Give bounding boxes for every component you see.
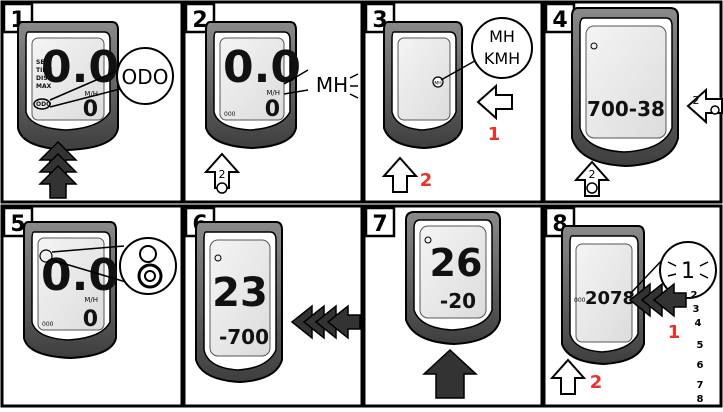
option-item: 5 [697, 340, 704, 351]
press-count: 2 [219, 168, 226, 181]
callout-label: MH [316, 73, 348, 97]
mode-label: MAX [36, 83, 52, 90]
callout-label: ODO [122, 65, 169, 89]
option-list: 2 3 4 5 6 7 8 [691, 290, 704, 405]
stopwatch-icon [216, 182, 228, 194]
display-sub: 0 [83, 97, 98, 122]
option-item: 4 [695, 318, 702, 329]
display-sub: -700 [219, 325, 269, 349]
callout-line-2: KMH [484, 49, 520, 68]
display-main: 23 [212, 270, 268, 316]
cycle-computer-6: 23 -700 [195, 221, 283, 384]
step-number-4: 4 [552, 8, 567, 33]
marker-1: 1 [668, 322, 681, 343]
display-small: 000 [224, 111, 236, 118]
display-sub: 0 [265, 97, 280, 122]
display-sub: 0 [83, 307, 98, 332]
display-unit: M/H [266, 89, 280, 97]
display-unit: M/H [84, 90, 98, 98]
display-main: 0.0 [41, 42, 119, 93]
cycle-computer-2: 0.0 M/H 0 000 [205, 21, 301, 150]
display-main: 0.0 [223, 42, 301, 93]
display-small: 000 [574, 297, 586, 304]
option-item: 7 [697, 380, 704, 391]
cycle-computer-8: 2078 000 [561, 225, 645, 366]
panel-6: 6 23 -700 [182, 204, 364, 408]
panel-3: 3 MH MH KMH 1 2 [362, 0, 544, 204]
press-count: 2 [589, 168, 596, 181]
callout-label: 1 [681, 259, 695, 284]
press-arrow [422, 348, 478, 399]
cycle-computer-4: 700-38 [571, 7, 679, 168]
blink-indicator-icon [139, 245, 157, 263]
mode-label: TIME [36, 67, 52, 74]
panel-2: 2 0.0 M/H 0 000 MH 2 [182, 0, 364, 204]
marker-1: 1 [488, 124, 501, 145]
step-number-7: 7 [372, 212, 387, 237]
display-main: 700-38 [587, 97, 665, 121]
panel-8: 8 2078 000 1 2 3 4 5 6 7 8 [542, 204, 723, 408]
marker-2: 2 [590, 372, 603, 393]
mode-label: DIST [36, 75, 53, 82]
cycle-computer-7: 26 -20 [405, 211, 501, 346]
cycle-computer-5: 0.0 M/H 0 000 [23, 221, 119, 360]
display-main: 0.0 [41, 250, 119, 301]
cycle-computer-3: MH [383, 21, 463, 150]
panel-5: 5 0.0 M/H 0 000 [0, 204, 184, 408]
option-item: 8 [697, 394, 704, 405]
stopwatch-icon [710, 105, 720, 115]
display-small: 000 [42, 321, 54, 328]
flash-lines [667, 261, 709, 279]
display-main: 2078 [585, 288, 635, 309]
mode-labels: SEP TIME DIST MAX ODO [36, 59, 53, 108]
unit-indicator: MH [434, 81, 441, 87]
mode-label: ODO [36, 101, 51, 108]
step-number-2: 2 [192, 8, 207, 33]
display-main: 26 [430, 241, 483, 285]
callout-circle [471, 17, 533, 79]
callout-line-1: MH [489, 27, 515, 46]
option-item: 2 [691, 290, 698, 301]
stopwatch-icon [586, 182, 598, 194]
cycle-computer-1: 0.0 M/H 0 SEP TIME DIST MAX ODO [17, 21, 119, 152]
marker-2: 2 [420, 170, 433, 191]
panel-4: 4 700-38 2 2 [542, 0, 723, 204]
option-item: 3 [693, 304, 700, 315]
side-press-count: 2 [693, 94, 700, 107]
display-unit: M/H [84, 296, 98, 304]
step-number-5: 5 [10, 212, 25, 237]
flash-lines [349, 73, 359, 99]
blink-ring-icon [137, 263, 163, 289]
callout-circle [116, 47, 174, 105]
panel-7: 7 26 -20 [362, 204, 544, 408]
panel-1: 1 0.0 M/H 0 SEP TIME DIST MAX ODO ODO [0, 0, 184, 204]
option-item: 6 [697, 360, 704, 371]
display-sub: -20 [440, 289, 476, 313]
mode-label: SEP [36, 59, 49, 66]
